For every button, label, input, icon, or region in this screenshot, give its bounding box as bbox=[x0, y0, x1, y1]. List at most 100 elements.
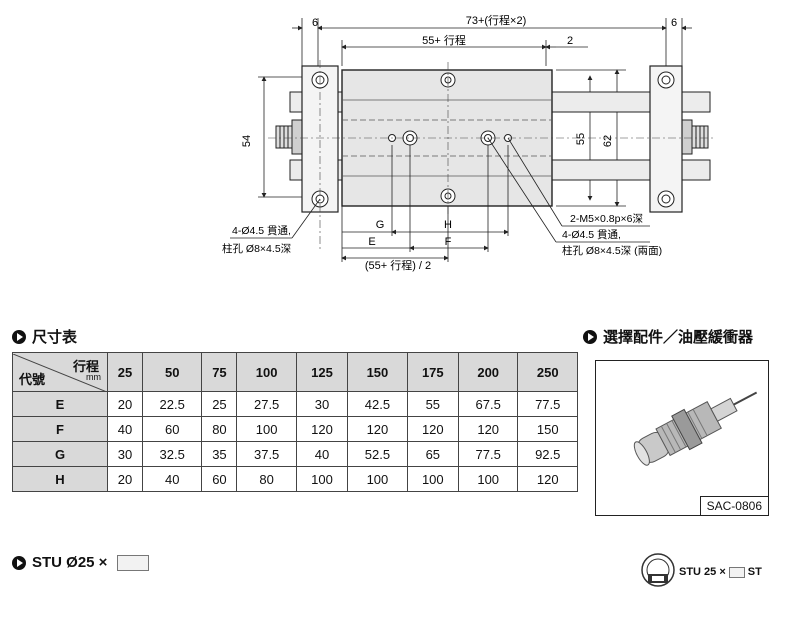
bullet-arrow-icon bbox=[12, 555, 26, 570]
accessory-part-label: SAC-0806 bbox=[699, 496, 768, 515]
note-right-2: 4-Ø4.5 貫通, bbox=[562, 229, 621, 241]
dim-top-total: 73+(行程×2) bbox=[466, 14, 527, 27]
table-row: H 20 40 60 80 100 100 100 100 120 bbox=[12, 466, 578, 492]
table-cell: 20 bbox=[107, 391, 143, 417]
dimensions-title-text: 尺寸表 bbox=[32, 329, 78, 346]
col-header: 100 bbox=[236, 352, 297, 392]
table-cell: 77.5 bbox=[517, 391, 578, 417]
bottom-dimension-lines bbox=[230, 137, 650, 262]
table-cell: 120 bbox=[295, 416, 349, 442]
accessory-section-title: 選擇配件／油壓緩衝器 bbox=[583, 326, 753, 347]
table-cell: 100 bbox=[457, 466, 519, 492]
label-g: G bbox=[376, 219, 385, 231]
col-header: 150 bbox=[347, 352, 408, 392]
note-left-line2: 柱孔 Ø8×4.5深 bbox=[222, 242, 291, 255]
dim-left-height: 54 bbox=[241, 135, 253, 147]
table-cell: 37.5 bbox=[236, 441, 297, 467]
corner-top-label: 行程 bbox=[72, 359, 99, 374]
center-lines bbox=[268, 60, 716, 250]
table-cell: 150 bbox=[517, 416, 578, 442]
table-cell: 30 bbox=[295, 391, 349, 417]
table-row: G 30 32.5 35 37.5 40 52.5 65 77.5 92.5 bbox=[12, 441, 578, 467]
note-right-3: 柱孔 Ø8×4.5深 (兩面) bbox=[562, 244, 662, 257]
table-cell: 52.5 bbox=[347, 441, 408, 467]
table-cell: 67.5 bbox=[457, 391, 519, 417]
table-cell: 100 bbox=[295, 466, 349, 492]
table-cell: 100 bbox=[236, 416, 297, 442]
table-cell: 92.5 bbox=[517, 441, 578, 467]
footer-code: STU 25 × ST bbox=[679, 566, 762, 578]
threaded-ends bbox=[275, 119, 709, 155]
table-cell: 120 bbox=[517, 466, 578, 492]
table-cell: 30 bbox=[107, 441, 143, 467]
end-plates bbox=[301, 65, 683, 213]
dim-top-left: 6 bbox=[312, 17, 318, 29]
slide-body-lines bbox=[342, 99, 552, 177]
table-cell: 22.5 bbox=[141, 391, 203, 417]
corner-bottom-label: 代號 bbox=[19, 372, 46, 387]
table-header-row: 行程 mm 代號 25 50 75 100 125 150 175 200 25… bbox=[12, 352, 578, 392]
dimensions-section-title: 尺寸表 bbox=[12, 326, 77, 347]
table-cell: 77.5 bbox=[457, 441, 519, 467]
order-code: STU Ø25 × bbox=[12, 554, 150, 571]
table-cell: 80 bbox=[236, 466, 297, 492]
table-cell: 120 bbox=[406, 416, 459, 442]
row-code: E bbox=[12, 391, 108, 417]
accessory-image-box: SAC-0806 bbox=[595, 360, 769, 516]
dimension-table: 行程 mm 代號 25 50 75 100 125 150 175 200 25… bbox=[12, 352, 578, 492]
col-header: 200 bbox=[457, 352, 519, 392]
col-header: 175 bbox=[406, 352, 459, 392]
table-cell: 25 bbox=[201, 391, 238, 417]
table-cell: 60 bbox=[201, 466, 238, 492]
dim-55: 55 bbox=[575, 133, 587, 145]
table-row: E 20 22.5 25 27.5 30 42.5 55 67.5 77.5 bbox=[12, 391, 578, 417]
accessory-title-text: 選擇配件／油壓緩衝器 bbox=[603, 329, 754, 346]
row-code: F bbox=[12, 416, 108, 442]
table-corner-cell: 行程 mm 代號 bbox=[12, 352, 108, 392]
corner-unit-label: mm bbox=[86, 372, 101, 382]
order-code-blank bbox=[117, 554, 150, 571]
corner-diagonal bbox=[13, 354, 107, 392]
table-cell: 32.5 bbox=[141, 441, 203, 467]
table-cell: 100 bbox=[406, 466, 459, 492]
label-f: F bbox=[445, 236, 452, 248]
table-cell: 35 bbox=[201, 441, 238, 467]
table-row: F 40 60 80 100 120 120 120 120 150 bbox=[12, 416, 578, 442]
col-header: 250 bbox=[517, 352, 578, 392]
table-cell: 55 bbox=[406, 391, 459, 417]
col-header: 25 bbox=[107, 352, 143, 392]
note-left-line1: 4-Ø4.5 貫通, bbox=[232, 225, 291, 237]
table-cell: 40 bbox=[107, 416, 143, 442]
footer-code-blank bbox=[728, 566, 745, 578]
note-right-1: 2-M5×0.8p×6深 bbox=[570, 213, 643, 225]
label-e: E bbox=[368, 236, 375, 248]
table-cell: 65 bbox=[406, 441, 459, 467]
footer-code-right: ST bbox=[747, 566, 762, 578]
table-cell: 42.5 bbox=[347, 391, 408, 417]
bullet-arrow-icon bbox=[12, 329, 26, 344]
table-cell: 27.5 bbox=[236, 391, 297, 417]
col-header: 75 bbox=[201, 352, 238, 392]
technical-drawing: 6 73+(行程×2) 6 55+ 行程 2 54 55 62 bbox=[222, 14, 716, 272]
label-h: H bbox=[444, 219, 452, 231]
col-header: 50 bbox=[141, 352, 203, 392]
table-cell: 120 bbox=[347, 416, 408, 442]
bullet-arrow-icon bbox=[583, 329, 597, 344]
table-cell: 20 bbox=[107, 466, 143, 492]
table-cell: 100 bbox=[347, 466, 408, 492]
row-code: H bbox=[12, 466, 108, 492]
row-code: G bbox=[12, 441, 108, 467]
dim-62: 62 bbox=[602, 135, 614, 147]
dim-stroke-inner: 55+ 行程 bbox=[422, 34, 466, 47]
model-stamp-icon bbox=[641, 553, 675, 587]
table-cell: 60 bbox=[141, 416, 203, 442]
order-code-prefix: STU Ø25 × bbox=[32, 554, 108, 571]
dim-bottom: (55+ 行程) / 2 bbox=[365, 259, 431, 272]
dim-two: 2 bbox=[567, 35, 573, 47]
footer-code-left: STU 25 × bbox=[679, 566, 726, 578]
table-cell: 40 bbox=[141, 466, 203, 492]
table-cell: 120 bbox=[457, 416, 519, 442]
shock-absorber-icon bbox=[633, 391, 758, 466]
col-header: 125 bbox=[295, 352, 349, 392]
dim-top-right: 6 bbox=[671, 17, 677, 29]
